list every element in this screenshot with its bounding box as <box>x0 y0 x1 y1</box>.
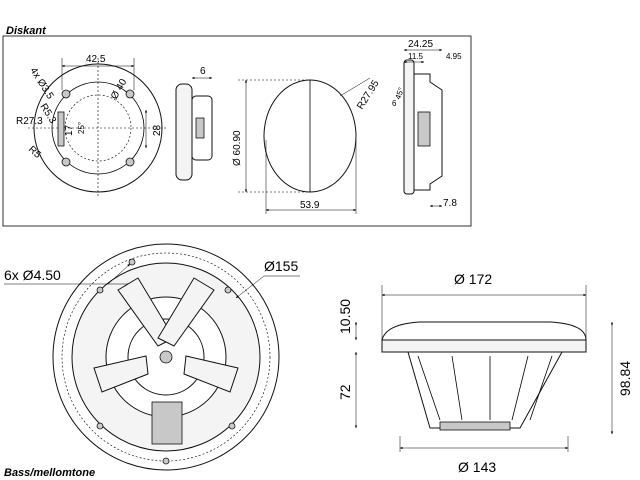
woofer-mount-hole <box>162 457 170 465</box>
tweeter-section: Diskant 42.5 4x Ø3.5 Ø 40 R5.3 R27.3 17 … <box>2 25 472 227</box>
tweeter-section-title: Diskant <box>6 25 47 37</box>
woofer-basket <box>407 351 563 429</box>
tweeter-screw-hole <box>61 157 71 167</box>
dim-radius-27-95: R27.95 <box>355 78 382 112</box>
woofer-grille-spoke <box>157 277 215 347</box>
dim-width-53-9: 53.9 <box>300 200 320 211</box>
tweeter-section-view: 24.25 11.5 4.95 45° 6 7.8 <box>392 39 462 209</box>
woofer-front-view: 6x Ø4.50 Ø155 <box>4 243 300 471</box>
tweeter-side-terminal <box>195 117 205 139</box>
dim-radius-27-3: R27.3 <box>16 116 43 127</box>
woofer-grille-spoke <box>183 355 239 393</box>
dim-height-6b: 6 <box>392 99 397 108</box>
dim-height-98-84: 98.84 <box>617 361 633 396</box>
tweeter-screw-hole <box>61 89 71 99</box>
woofer-basket-rib <box>417 355 553 421</box>
dim-depth-6: 6 <box>200 66 206 77</box>
woofer-mount-hole <box>128 258 136 266</box>
tweeter-frame <box>2 35 472 227</box>
tweeter-screw-hole <box>125 89 135 99</box>
leader-r27-95 <box>339 77 371 97</box>
woofer-mount-hole <box>228 422 236 430</box>
woofer-center-dot <box>159 350 173 364</box>
leader-holes-arrow <box>107 263 131 285</box>
dim-height-10-50: 10.50 <box>337 299 353 334</box>
tweeter-center-circle <box>64 94 132 162</box>
dim-depth-7-8: 7.8 <box>443 198 457 209</box>
woofer-mount-hole <box>96 286 104 294</box>
tweeter-side-view: 6 <box>175 66 213 181</box>
tweeter-side-flange <box>175 83 193 181</box>
dim-holes-4-50: 6x Ø4.50 <box>4 267 61 283</box>
dim-angle-45: 45° <box>393 86 406 100</box>
woofer-mount-hole <box>96 422 104 430</box>
tweeter-front-view: 42.5 4x Ø3.5 Ø 40 R5.3 R27.3 17 25° R5 2… <box>16 54 168 198</box>
dim-depth-24-25: 24.25 <box>408 39 433 50</box>
bass-section: 6x Ø4.50 Ø155 Ø 172 10.50 72 98.84 <box>4 243 633 479</box>
dim-diameter-60-90: Ø 60.90 <box>232 130 243 166</box>
dim-height-72: 72 <box>337 384 353 400</box>
dim-width-42-5: 42.5 <box>86 54 106 65</box>
dim-diameter-155: Ø155 <box>264 258 298 274</box>
leader-diameter-arrow <box>235 275 265 299</box>
tweeter-mount-slot <box>57 111 65 147</box>
dim-depth-4-95: 4.95 <box>446 52 462 61</box>
woofer-bolt-circle <box>61 252 271 462</box>
woofer-mount-hole <box>224 286 232 294</box>
woofer-side-view: Ø 172 10.50 72 98.84 Ø 143 <box>337 271 633 475</box>
dim-depth-11-5: 11.5 <box>408 52 424 61</box>
bass-section-title: Bass/mellomtone <box>4 467 95 479</box>
dim-diameter-143: Ø 143 <box>458 459 496 475</box>
dim-height-28: 28 <box>152 124 163 136</box>
tweeter-section-flange <box>403 59 415 195</box>
woofer-grille-spoke <box>93 355 149 393</box>
tweeter-section-core <box>417 111 431 147</box>
dim-diameter-172: Ø 172 <box>454 271 492 287</box>
woofer-magnet <box>439 421 511 431</box>
dim-angle-25: 25° <box>77 122 86 134</box>
dim-height-17: 17 <box>64 124 75 136</box>
woofer-mount-flange <box>381 339 587 353</box>
tweeter-screw-hole <box>125 157 135 167</box>
woofer-grille-dome <box>381 321 587 341</box>
tweeter-dome-view: Ø 60.90 53.9 R27.95 <box>232 77 382 214</box>
woofer-terminal-block <box>151 401 183 445</box>
